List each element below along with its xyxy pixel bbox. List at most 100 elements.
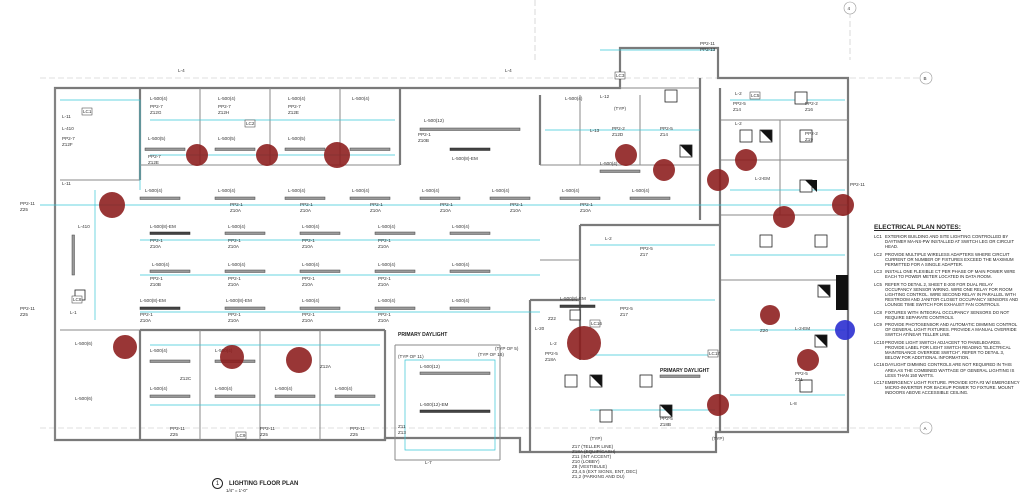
circuit-label: PP2-1 xyxy=(510,202,523,207)
circuit-label: Z14 xyxy=(733,107,741,112)
typ-callout: (TYP) xyxy=(712,436,724,441)
circuit-label: Z10A xyxy=(440,208,452,213)
circuit-label: PP2-1 xyxy=(150,238,163,243)
circuit-label: Z25 xyxy=(20,312,28,317)
fixture-label: L-500(4) xyxy=(288,188,306,193)
circuit-label: Z25 xyxy=(20,207,28,212)
note-text: EXTERIOR BUILDING AND SITE LIGHTING CONT… xyxy=(885,234,1014,250)
note-code: LC3 xyxy=(874,269,882,275)
circuit-label: PP2-5 xyxy=(660,416,673,421)
fixture-label: L-500(4) xyxy=(150,96,168,101)
fixture-label: L-500(5) xyxy=(218,136,236,141)
red-marker xyxy=(220,345,244,369)
circuit-label: PP2-2 xyxy=(805,131,818,136)
circuit-label: PP2-1 xyxy=(302,312,315,317)
fixture-label: L-500(8)-EM xyxy=(150,224,176,229)
note-code: LC9 xyxy=(874,322,882,328)
circuit-label: Z10A xyxy=(378,244,390,249)
note-code: LC2 xyxy=(874,251,882,257)
svg-text:LC8: LC8 xyxy=(73,297,82,302)
circuit-runs xyxy=(40,49,848,451)
circuit-label: Z10A xyxy=(302,244,314,249)
fixture-label: L-500(4) xyxy=(600,161,618,166)
grid-bubble-a: A xyxy=(919,421,933,435)
fixture-label: L-500(4) xyxy=(422,188,440,193)
circuit-label: Z13 xyxy=(398,430,406,435)
svg-text:Z1,2 (PARKING AND DU): Z1,2 (PARKING AND DU) xyxy=(572,474,625,479)
circuit-label: PP2-7 xyxy=(62,136,75,141)
fixture-label: L-500(6) xyxy=(75,341,93,346)
circuit-label: Z20 xyxy=(760,328,768,333)
fixture-label: L-8 xyxy=(790,401,797,406)
building-walls xyxy=(53,46,850,461)
circuit-label: PP2-11 xyxy=(260,426,275,431)
circuit-label: Z10A xyxy=(228,318,240,323)
red-marker xyxy=(832,194,854,216)
fixture-label: L-500(4) xyxy=(302,298,320,303)
fixture-label: L-11 xyxy=(62,181,71,186)
circuit-label: Z12F xyxy=(62,142,73,147)
svg-text:LC16: LC16 xyxy=(591,321,602,326)
plan-title: LIGHTING FLOOR PLAN xyxy=(229,480,299,487)
circuit-label: PP2-2 xyxy=(805,101,818,106)
circuit-label: Z10A xyxy=(580,208,592,213)
svg-text:Z8 (VESTIBULE): Z8 (VESTIBULE) xyxy=(572,464,607,469)
fixture-label: L-500(4) xyxy=(215,386,233,391)
note-text: EMERGENCY LIGHT FIXTURE. PROVIDE IOTA #3… xyxy=(885,380,1020,396)
circuit-label: Z12C xyxy=(180,376,192,381)
circuit-label: Z10A xyxy=(230,208,242,213)
circuit-label: Z10A xyxy=(228,244,240,249)
note-text: DAYLIGHT DIMMING CONTROLS ARE NOT REQUIR… xyxy=(885,362,1015,378)
circuit-label: Z10A xyxy=(228,282,240,287)
fixture-label: L-2 xyxy=(735,91,742,96)
svg-text:LC1: LC1 xyxy=(83,109,92,114)
fixture-label: L-20 xyxy=(535,326,545,331)
circuit-label: PP2-7 xyxy=(218,104,231,109)
fixture-label: L-500(4) xyxy=(378,298,396,303)
linear-fixtures xyxy=(71,127,701,413)
circuit-label: PP2-11 xyxy=(350,426,365,431)
typ-callout: (TYP OF 11) xyxy=(398,354,424,359)
circuit-label: PP2-5 xyxy=(545,351,558,356)
circuit-label: Z25 xyxy=(170,432,178,437)
circuit-label: PP2-7 xyxy=(148,154,161,159)
red-marker xyxy=(760,305,780,325)
circuit-label: PP2-1 xyxy=(302,276,315,281)
room-tag: LC1 xyxy=(81,107,93,116)
note-code: LC10 xyxy=(874,339,885,345)
red-marker xyxy=(735,149,757,171)
fixture-label: L-410 xyxy=(62,126,74,131)
typ-callout: (TYP OF 5) xyxy=(495,346,519,351)
fixture-label: L-500(4) xyxy=(228,224,246,229)
circuit-label: Z21 xyxy=(795,377,803,382)
circuit-label: Z10A xyxy=(300,208,312,213)
fixture-label: L-500(5) xyxy=(288,136,306,141)
fixture-label: L-500(4) xyxy=(378,262,396,267)
red-marker xyxy=(773,206,795,228)
fixture-label: L-500(4) xyxy=(335,386,353,391)
circuit-label: Z10A xyxy=(370,208,382,213)
circuit-label: PP2-1 xyxy=(150,276,163,281)
fixture-label: L-500(4) xyxy=(288,96,306,101)
red-marker xyxy=(797,349,819,371)
circuit-label: PP2-1 xyxy=(302,238,315,243)
fixture-label: L-500(4) xyxy=(452,262,470,267)
note-text: REFER TO DETAIL 2, SHEET E-200 FOR DUAL … xyxy=(885,281,1019,308)
circuit-label: PP2-5 xyxy=(620,306,633,311)
fixture-label: L-500(8)-EM xyxy=(560,296,586,301)
circuit-label: Z12E xyxy=(288,110,299,115)
svg-text:Z10 (LOBBY): Z10 (LOBBY) xyxy=(572,459,600,464)
circuit-label: PP2-1 xyxy=(440,202,453,207)
daylight-callout: PRIMARY DAYLIGHT xyxy=(398,332,447,338)
circuit-label: Z11 xyxy=(398,424,406,429)
plan-scale: 1/4" = 1'-0" xyxy=(226,488,248,493)
fixture-label: L-2 xyxy=(735,121,742,126)
red-marker xyxy=(707,169,729,191)
circuit-label: Z25 xyxy=(260,432,268,437)
fixture-label: L-500(4) xyxy=(452,298,470,303)
fixture-label: L-2 xyxy=(605,236,612,241)
circuit-label: PP2-11 xyxy=(850,182,865,187)
